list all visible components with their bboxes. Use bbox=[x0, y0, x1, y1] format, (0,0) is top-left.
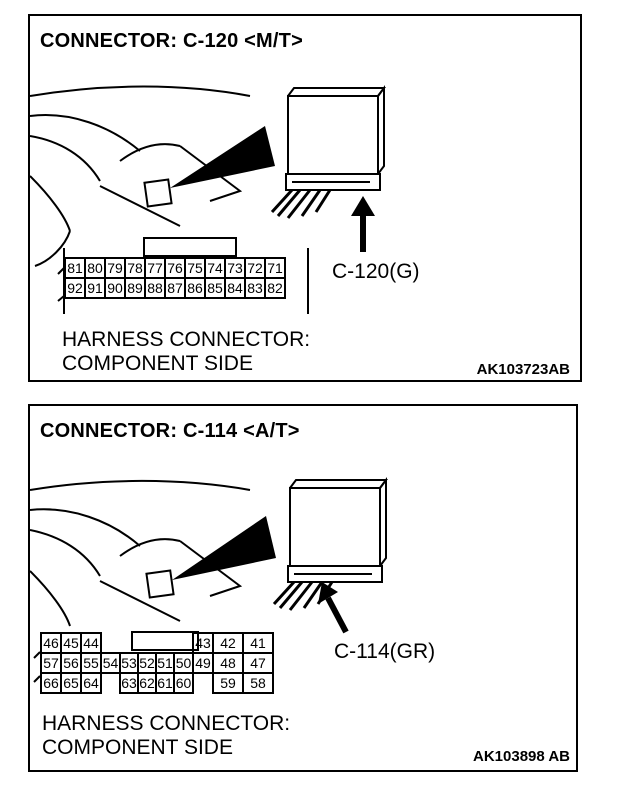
connector-label: C-114(GR) bbox=[334, 640, 436, 663]
pin-cell: 88 bbox=[144, 277, 166, 299]
pin-cell: 77 bbox=[144, 257, 166, 279]
pin-cell: 59 bbox=[212, 672, 244, 694]
pin-cell: 43 bbox=[192, 632, 214, 654]
pin-cell: 56 bbox=[60, 652, 82, 674]
pin-cell: 86 bbox=[184, 277, 206, 299]
pin-cell: 75 bbox=[184, 257, 206, 279]
panel-title: CONNECTOR: C-114 <A/T> bbox=[40, 420, 300, 442]
pin-row: 81 80 79 78 77 76 75 74 73 72 71 bbox=[64, 257, 286, 279]
pin-cell: 71 bbox=[264, 257, 286, 279]
pin-cell: 63 bbox=[119, 672, 139, 694]
pin-gap bbox=[101, 633, 120, 653]
pin-cell: 46 bbox=[40, 632, 62, 654]
pin-cell: 50 bbox=[173, 652, 194, 674]
pin-cell: 84 bbox=[224, 277, 246, 299]
pin-cell: 57 bbox=[40, 652, 62, 674]
pin-cell: 74 bbox=[204, 257, 226, 279]
pin-row: 66 65 64 63 62 61 60 59 58 bbox=[40, 672, 274, 694]
pin-cell: 64 bbox=[80, 672, 102, 694]
pin-cell: 58 bbox=[242, 672, 274, 694]
pin-row: 46 45 44 43 42 41 bbox=[40, 632, 274, 654]
pin-gap bbox=[120, 633, 138, 653]
pin-gap bbox=[101, 673, 120, 693]
pin-cell: 45 bbox=[60, 632, 82, 654]
pin-cell: 81 bbox=[64, 257, 86, 279]
pin-cell: 66 bbox=[40, 672, 62, 694]
pin-cell: 76 bbox=[164, 257, 186, 279]
pin-cell: 52 bbox=[137, 652, 157, 674]
pin-gap bbox=[174, 633, 193, 653]
pin-cell: 87 bbox=[164, 277, 186, 299]
pin-cell: 89 bbox=[124, 277, 146, 299]
caption-line-1: HARNESS CONNECTOR: bbox=[62, 328, 311, 351]
pin-cell: 85 bbox=[204, 277, 226, 299]
pin-cell: 73 bbox=[224, 257, 246, 279]
dashboard-illustration bbox=[30, 85, 386, 314]
figure-code: AK103898 AB bbox=[473, 748, 570, 765]
pin-cell: 82 bbox=[264, 277, 286, 299]
pin-cell: 80 bbox=[84, 257, 106, 279]
pin-cell: 42 bbox=[212, 632, 244, 654]
panel-title: CONNECTOR: C-120 <M/T> bbox=[40, 30, 303, 52]
pin-layout-c114: 46 45 44 43 42 41 57 56 55 54 53 52 51 5… bbox=[40, 632, 274, 694]
pin-cell: 72 bbox=[244, 257, 266, 279]
caption-line-2: COMPONENT SIDE bbox=[42, 736, 233, 759]
pin-gap bbox=[138, 633, 156, 653]
connector-panel-c120: CONNECTOR: C-120 <M/T> 81 bbox=[28, 14, 582, 382]
pin-gap bbox=[156, 633, 174, 653]
pin-cell: 53 bbox=[119, 652, 139, 674]
pin-cell: 83 bbox=[244, 277, 266, 299]
pin-cell: 65 bbox=[60, 672, 82, 694]
pin-cell: 92 bbox=[64, 277, 86, 299]
caption-line-1: HARNESS CONNECTOR: bbox=[42, 712, 291, 735]
pin-cell: 55 bbox=[80, 652, 102, 674]
pin-cell: 90 bbox=[104, 277, 126, 299]
pin-cell: 78 bbox=[124, 257, 146, 279]
pin-cell: 41 bbox=[242, 632, 274, 654]
pin-gap bbox=[193, 673, 213, 693]
pin-row: 92 91 90 89 88 87 86 85 84 83 82 bbox=[64, 277, 286, 299]
connector-label: C-120(G) bbox=[332, 260, 420, 283]
caption-line-2: COMPONENT SIDE bbox=[62, 352, 253, 375]
pin-cell: 54 bbox=[100, 652, 121, 674]
figure-code: AK103723AB bbox=[476, 361, 570, 378]
pin-cell: 62 bbox=[137, 672, 157, 694]
pin-cell: 47 bbox=[242, 652, 274, 674]
pin-cell: 61 bbox=[155, 672, 175, 694]
pin-row: 57 56 55 54 53 52 51 50 49 48 47 bbox=[40, 652, 274, 674]
pin-cell: 44 bbox=[80, 632, 102, 654]
pin-cell: 91 bbox=[84, 277, 106, 299]
pin-cell: 60 bbox=[173, 672, 194, 694]
connector-panel-c114: CONNECTOR: C-114 <A/T> 46 45 44 bbox=[28, 404, 578, 772]
pin-cell: 49 bbox=[192, 652, 214, 674]
pin-layout-c120: 81 80 79 78 77 76 75 74 73 72 71 92 91 9… bbox=[64, 257, 286, 299]
dashboard-illustration bbox=[30, 477, 388, 683]
pin-cell: 48 bbox=[212, 652, 244, 674]
pin-cell: 79 bbox=[104, 257, 126, 279]
pin-cell: 51 bbox=[155, 652, 175, 674]
